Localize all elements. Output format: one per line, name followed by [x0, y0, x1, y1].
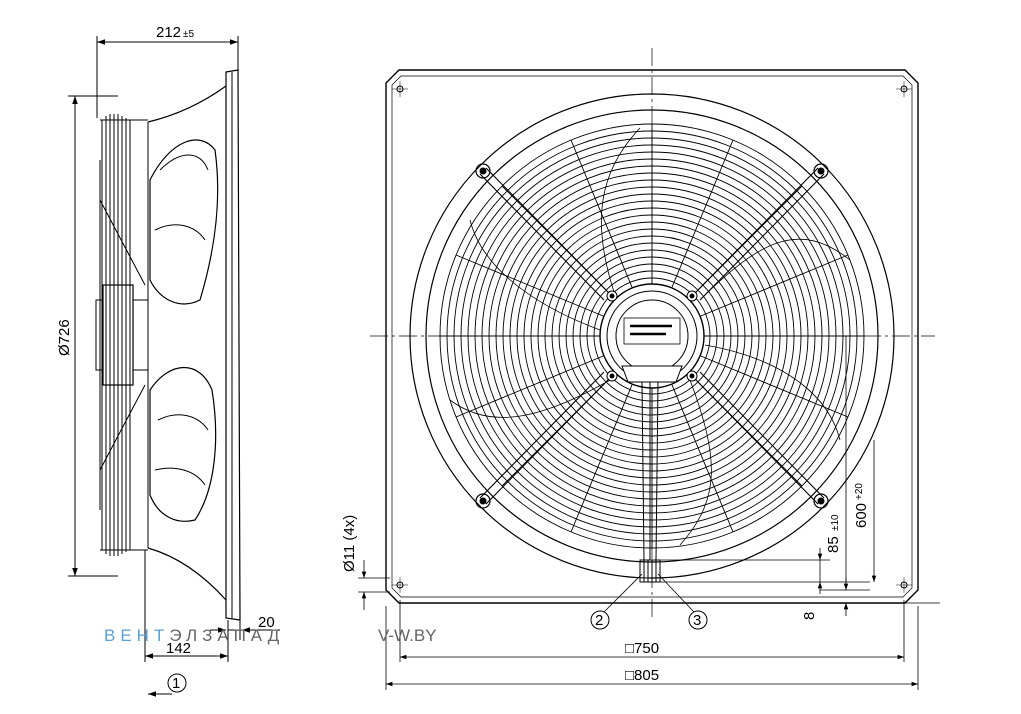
side-dimensions [68, 36, 280, 697]
mounting-hole-tr [896, 81, 912, 97]
square-805-label: □805 [625, 667, 659, 684]
watermark-grey: ЭЛЗАПАД [169, 626, 284, 645]
watermark-url: V-W.BY [378, 626, 437, 645]
watermark-blue: ВЕНТ [104, 626, 169, 645]
mounting-hole-br [896, 577, 912, 593]
mounting-hole-tl [392, 81, 408, 97]
cable-85-tolerance: ±10 [830, 514, 841, 531]
cable-600-label: 600 [853, 503, 870, 528]
mounting-hole-bl [392, 577, 408, 593]
offset-20-label: 20 [258, 614, 275, 631]
cable-bundle [639, 381, 661, 583]
side-view [95, 69, 241, 621]
watermark: ВЕНТЭЛЗАПАД [104, 626, 284, 645]
side-guard-ribs [100, 114, 148, 556]
blade-curves [449, 127, 851, 546]
flow-direction-marker: 1 [172, 675, 180, 692]
square-750-label: □750 [625, 640, 659, 657]
support-arms [479, 167, 825, 505]
callout-3: 3 [693, 612, 701, 629]
offset-8-label: 8 [801, 612, 818, 620]
diameter-dim-label: Ø726 [56, 319, 73, 356]
callout-2: 2 [595, 612, 603, 629]
hole-dim-label: Ø11 (4x) [341, 515, 358, 572]
depth-dim-label: 212 [156, 24, 181, 41]
cable-600-tolerance: +20 [854, 483, 865, 500]
offset-142-label: 142 [166, 640, 191, 657]
motor-hub [599, 283, 705, 389]
cable-85-label: 85 [825, 536, 842, 553]
depth-dim-tolerance: ±5 [183, 29, 194, 40]
front-dimensions [358, 336, 940, 690]
front-view [370, 48, 935, 630]
